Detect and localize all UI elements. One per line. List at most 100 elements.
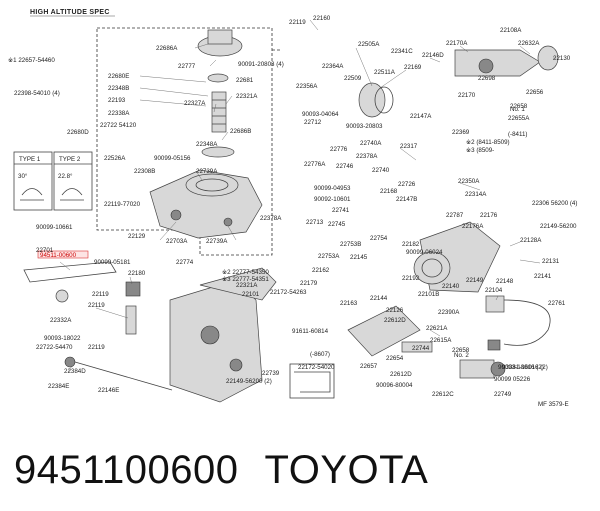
fuel-cut-solenoid [413,221,501,293]
part-label: 22317 [400,143,418,150]
part-label: 22146E [98,387,119,394]
part-label: 22681 [236,77,254,84]
part-label: 22777 [178,63,196,70]
part-label: 22739A [196,168,218,175]
part-labels: 22119 22160 22108A 22686A 22505A 22341C … [8,15,577,408]
part-label: ※3 22777-54351 [222,276,269,283]
governor-housing [149,169,263,239]
type-box-2: TYPE 2 22.8° [53,151,93,211]
part-label: 90099-10661 [36,224,73,231]
part-label: 22148 [496,278,514,285]
part-label: ※2 22777-54350 [222,269,269,276]
part-label: 22170A [446,40,468,47]
part-label: 22509 [344,75,362,82]
part-label: 22712 [304,119,322,126]
part-label: 22621A [426,325,448,332]
part-label: 22658 [510,103,528,110]
part-label: 22658 [452,347,470,354]
timer-cover-and-plunger [347,305,506,379]
part-label: 22526A [104,155,126,162]
high-altitude-box [96,27,273,256]
part-label: 22192 [402,275,420,282]
part-label: 22119-77020 [104,201,141,208]
part-label: 22787 [446,212,464,219]
part-label: 22398-54010 (4) [14,90,60,97]
part-label: ※3 (8509- [466,147,494,154]
part-label: 22129 [128,233,146,240]
part-label: 22321A [236,282,258,289]
part-label: 22722 54120 [100,122,137,129]
highlighted-part-label: 94511-00600 [40,252,77,259]
part-label: 22655A [508,115,530,122]
part-label: 22101B [418,291,439,298]
type-1-title: TYPE 1 [19,156,41,163]
exploded-parts-diagram: HIGH ALTITUDE SPEC TYPE 1 30° TYPE 2 22.… [8,9,577,408]
part-label: 22180 [128,270,146,277]
part-label: 22753A [318,253,340,260]
part-label: 22753B [340,241,361,248]
part-label: 22119 [289,19,306,26]
part-label: (-8607) [310,351,330,358]
part-label: 22130 [553,55,571,62]
part-label: 22179 [300,280,318,287]
part-label: 22703A [166,238,188,245]
diagram-header: HIGH ALTITUDE SPEC [30,9,110,16]
part-label: 22160 [313,15,331,22]
part-label: 22686A [156,45,178,52]
part-label: 22632A [518,40,540,47]
type-box-1: TYPE 1 30° [13,151,53,211]
part-label: 22749 [494,391,512,398]
part-label: 22140 [442,283,460,290]
part-label: No. 2 [454,352,469,359]
part-label: 90093-20803 [346,123,383,130]
part-label: 22741 [332,207,350,214]
part-label: 22104 [485,287,503,294]
part-label: 22378A [356,153,378,160]
part-label: 22144 [370,295,388,302]
part-label: 22338A [108,110,130,117]
part-label: 22745 [328,221,346,228]
part-label: 22654 [386,355,404,362]
part-label: 90093-18016 (2) [498,364,544,371]
part-label: 22119 [88,344,105,351]
part-label: 22131 [542,258,560,265]
part-label: 90093-18022 [44,335,81,342]
part-label: 22612D [384,317,406,324]
part-label: 22774 [176,259,194,266]
part-label: 22141 [534,273,552,280]
part-label: 93381-16016 (2) [502,364,548,371]
part-label: 22726 [398,181,416,188]
part-label: 22146D [422,52,444,59]
part-label: 90091-20803 (4) [238,61,284,68]
part-label: 22698 [478,75,496,82]
part-label: 22511A [374,69,396,76]
type-2-angle: 22.8° [58,173,73,180]
type-2-title: TYPE 2 [59,156,81,163]
part-label: 22169 [404,64,422,71]
part-label: 22119 [88,302,105,309]
part-label: 22739A [206,238,228,245]
part-label: 22657 [360,363,378,370]
part-label: 22147B [396,196,417,203]
part-label: 22740A [360,140,382,147]
bracket-detail-box [289,363,335,399]
part-label: 22364A [322,63,344,70]
part-label: 22350A [458,178,480,185]
part-label: 22680D [67,129,89,136]
part-label: 22505A [358,41,380,48]
part-label: 22722-54470 [36,344,73,351]
part-label: 22170 [458,92,476,99]
part-label: 22761 [548,300,566,307]
linkage-lever [23,261,141,335]
part-label: 22182 [402,241,420,248]
part-label: 90092-10601 [314,196,351,203]
part-label: 22193 [108,97,126,104]
part-label: 90099 05226 [494,376,531,383]
part-label: ※2 (8411-8509) [466,139,510,146]
part-label: 90099-04953 [314,185,351,192]
part-label: 22147A [410,113,432,120]
part-label: 22378A [260,215,282,222]
part-label: 22686B [230,128,251,135]
brand-name: TOYOTA [264,448,429,492]
part-label: 22126 [386,307,404,314]
